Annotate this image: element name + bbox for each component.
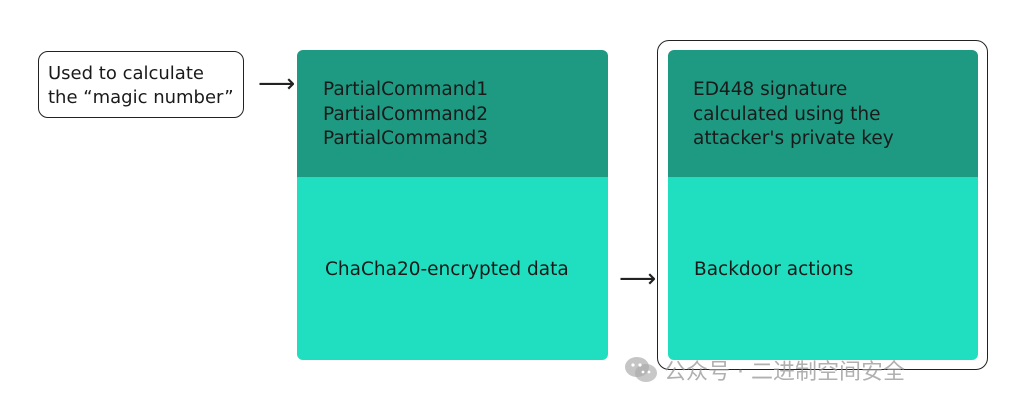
arrow-right-icon: ⟶ bbox=[258, 69, 296, 99]
command-block: PartialCommand1 PartialCommand2 PartialC… bbox=[297, 50, 608, 360]
signature-section: ED448 signature calculated using the att… bbox=[668, 50, 978, 177]
encrypted-data-label: ChaCha20-encrypted data bbox=[325, 259, 569, 280]
signature-line-1: ED448 signature bbox=[693, 79, 848, 100]
encrypted-data-section: ChaCha20-encrypted data bbox=[297, 177, 608, 360]
signature-line-2: calculated using the bbox=[693, 103, 881, 125]
signature-line-3: attacker's private key bbox=[693, 128, 894, 149]
wechat-icon bbox=[624, 356, 658, 384]
backdoor-actions-section: Backdoor actions bbox=[668, 177, 978, 360]
partial-command-2: PartialCommand2 bbox=[323, 103, 488, 125]
backdoor-actions-label: Backdoor actions bbox=[694, 259, 854, 280]
partial-command-1: PartialCommand1 bbox=[323, 79, 488, 100]
arrow-right-icon: ⟶ bbox=[619, 264, 657, 294]
partial-commands-section: PartialCommand1 PartialCommand2 PartialC… bbox=[297, 50, 608, 177]
watermark: 公众号 · 二进制空间安全 bbox=[624, 355, 905, 385]
decrypted-frame bbox=[657, 40, 988, 370]
magic-number-note: Used to calculate the “magic number” bbox=[38, 51, 244, 118]
note-line-2: the “magic number” bbox=[48, 87, 234, 108]
partial-command-3: PartialCommand3 bbox=[323, 128, 488, 149]
decrypted-block: ED448 signature calculated using the att… bbox=[668, 50, 978, 360]
watermark-text: 公众号 · 二进制空间安全 bbox=[664, 360, 905, 385]
note-line-1: Used to calculate bbox=[48, 63, 204, 84]
